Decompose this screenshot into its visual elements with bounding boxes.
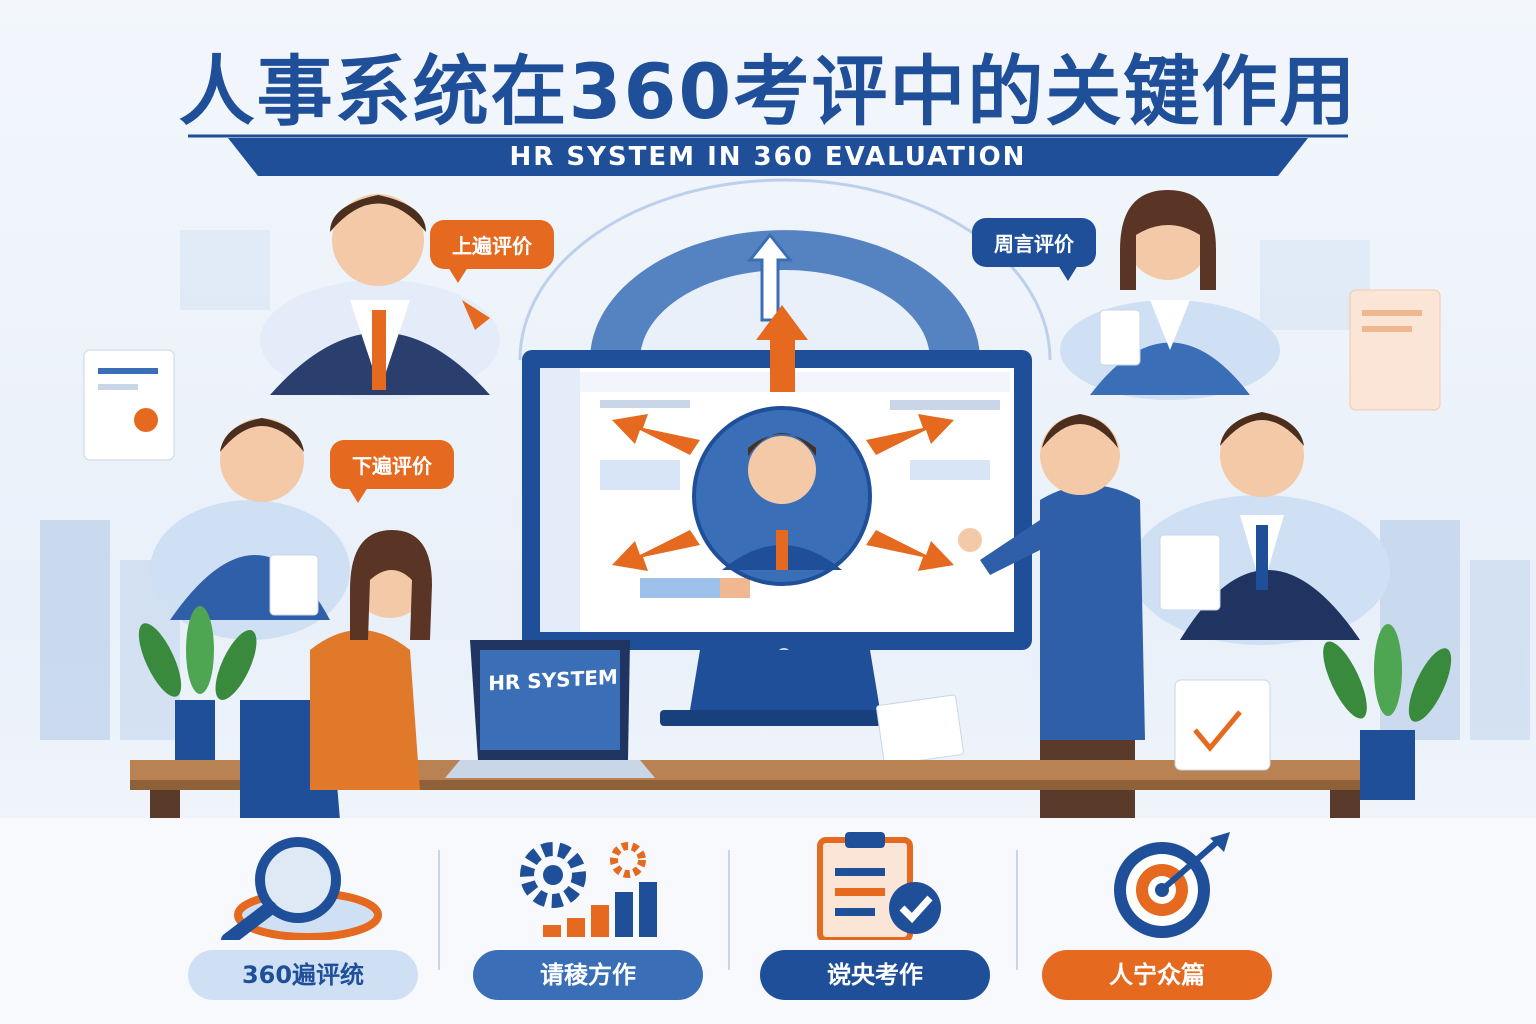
title-part-1: 人事系统在 [178, 47, 569, 136]
laptop [445, 640, 655, 778]
feature-label-2: 请稜方作 [473, 950, 703, 1000]
evaluation-arrows [612, 305, 954, 571]
bubble-lower-left: 下遍评价 [330, 440, 454, 503]
document-left [83, 349, 175, 461]
target-arrow-icon [1114, 832, 1230, 938]
middle-left-evaluator [150, 418, 350, 640]
title-part-2: 中的关键作用 [889, 47, 1358, 136]
subtitle-banner: HR SYSTEM IN 360 EVALUATION [188, 134, 1348, 180]
feature-card-2: 请稜方作 [443, 830, 733, 1020]
feature-label-4: 人宁众篇 [1042, 950, 1272, 1000]
title-highlight: 360考评 [568, 47, 890, 136]
seated-employee [240, 530, 432, 820]
feature-label-1: 360遍评统 [188, 950, 418, 1000]
upper-left-evaluator [260, 194, 500, 400]
page-title: 人事系统在360考评中的关键作用 [0, 30, 1536, 140]
feature-card-3: 谠央考作 [730, 830, 1020, 1020]
clipboard-on-desk [1174, 679, 1271, 771]
document-right [1349, 289, 1441, 411]
feature-divider [438, 850, 440, 970]
magnifier-icon [221, 837, 382, 940]
gears-chart-icon [520, 842, 657, 937]
city-skyline [40, 230, 1530, 740]
lower-right-evaluator [1130, 412, 1390, 645]
plant-right [1323, 624, 1452, 800]
bubble-upper-right: 周言评价 [972, 218, 1096, 281]
clipboard-check-icon [817, 832, 941, 940]
feature-divider [1016, 850, 1018, 970]
feature-label-3: 谠央考作 [760, 950, 990, 1000]
desktop-monitor [522, 305, 1032, 726]
subtitle-text: HR SYSTEM IN 360 EVALUATION [509, 142, 1027, 172]
upper-right-evaluator [1060, 190, 1280, 400]
bubble-upper-left: 上遍评价 [430, 220, 554, 283]
presenter [876, 414, 1145, 820]
office-scene-illustration [40, 178, 1530, 820]
plant-left [138, 606, 257, 760]
feature-divider [728, 850, 730, 970]
feature-card-4: 人宁众篇 [1012, 830, 1302, 1020]
feature-card-1: 360遍评统 [158, 830, 448, 1020]
